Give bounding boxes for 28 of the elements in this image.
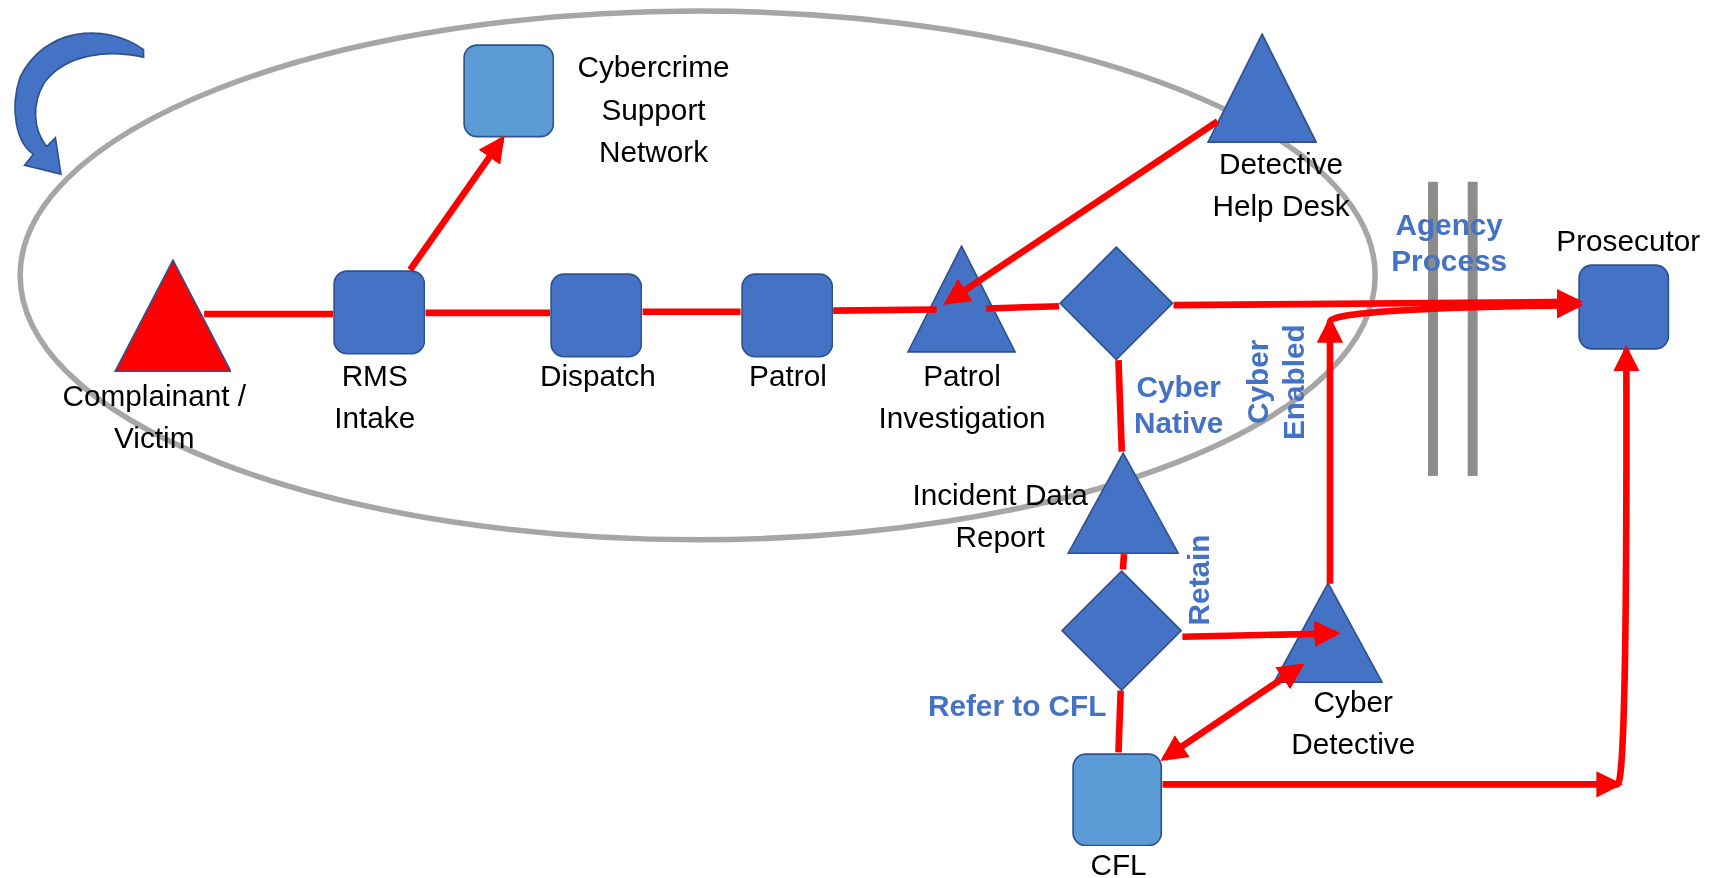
node-label: Complainant / Victim (61, 377, 248, 456)
node-label: CFL (1089, 847, 1148, 878)
node-label: Cybercrime Support Network (576, 49, 731, 170)
node-label: Dispatch (538, 357, 657, 394)
node-label: Prosecutor (1555, 223, 1702, 260)
edge-label: Retain (1181, 533, 1217, 628)
connector-line (833, 306, 937, 314)
connector-line (1119, 553, 1128, 570)
node-label: Cyber Detective (1290, 684, 1417, 763)
connector-line (204, 310, 333, 318)
connector-line (986, 302, 1060, 312)
arrow (1160, 663, 1305, 761)
arrow (1182, 620, 1341, 648)
edge-label: Refer to CFL (926, 687, 1108, 724)
connector-line (425, 309, 551, 317)
arrow (1162, 345, 1640, 798)
node-label: Patrol (748, 357, 828, 394)
node-label: RMS Intake (333, 357, 417, 437)
connector-line (642, 308, 741, 316)
arrow (943, 118, 1220, 305)
edge-label: Cyber Native (1132, 369, 1225, 441)
node-label: Detective Help Desk (1211, 146, 1351, 225)
arrow (407, 135, 505, 272)
node-label: Incident Data Report (911, 476, 1089, 556)
edge-label: Cyber Enabled (1239, 323, 1311, 443)
node-label: Patrol Investigation (877, 357, 1047, 437)
connector-line (1115, 360, 1126, 452)
connector-line (1115, 690, 1124, 753)
